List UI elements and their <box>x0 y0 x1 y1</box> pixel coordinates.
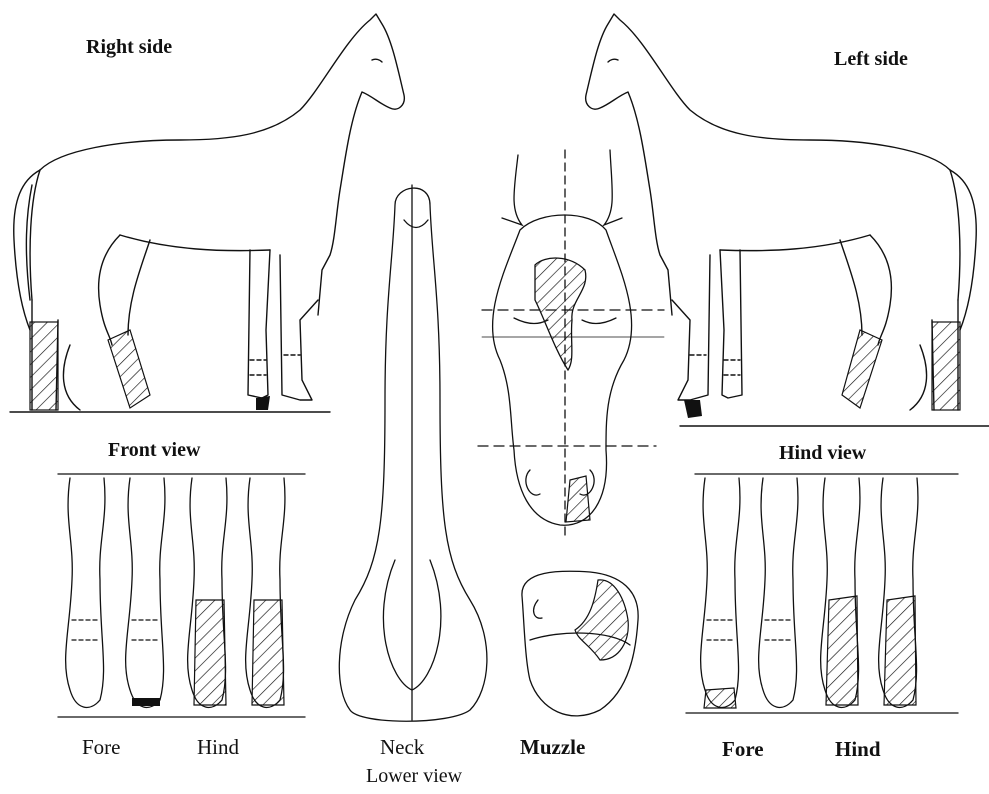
marking-front-hind-right <box>252 600 284 705</box>
marking-right-fore-hoof <box>256 396 270 410</box>
label-front-hind: Hind <box>197 735 239 760</box>
label-muzzle: Muzzle <box>520 735 585 760</box>
label-front-fore: Fore <box>82 735 121 760</box>
marking-left-fore-hoof <box>684 400 702 418</box>
marking-right-hind-near <box>108 330 150 408</box>
marking-nose <box>566 476 590 522</box>
label-hind-view: Hind view <box>779 442 866 465</box>
marking-muzzle <box>575 580 628 660</box>
label-lower-view: Lower view <box>366 765 462 788</box>
label-front-view: Front view <box>108 439 200 462</box>
label-neck: Neck <box>380 735 424 760</box>
marking-hind-right <box>884 596 916 705</box>
label-left-side: Left side <box>834 48 908 71</box>
neck-lower-view <box>339 185 487 721</box>
marking-front-hind-left <box>194 600 226 705</box>
marking-right-hind-far <box>30 322 58 410</box>
marking-left-hind-near <box>842 330 882 408</box>
label-hind-fore: Fore <box>722 737 764 762</box>
label-hind-hind: Hind <box>835 737 881 762</box>
label-right-side: Right side <box>86 36 172 59</box>
horse-left-side <box>586 14 989 426</box>
marking-left-hind-far <box>932 322 960 410</box>
marking-hind-fore-hoof <box>704 688 736 708</box>
marking-forehead <box>535 258 586 370</box>
marking-hind-left <box>826 596 858 705</box>
marking-front-fore-hoof <box>132 698 160 706</box>
hind-view-legs <box>686 474 958 713</box>
horse-right-side <box>10 14 404 412</box>
